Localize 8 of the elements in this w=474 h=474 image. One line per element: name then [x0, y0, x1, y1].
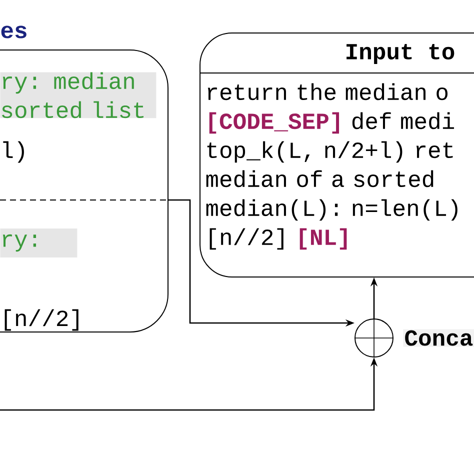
concat-symbol: [354, 318, 394, 358]
heading: es: [1, 26, 26, 38]
code-comment: ry: median sorted list: [2, 72, 144, 118]
code-comment: ry:: [2, 234, 36, 252]
code-line: l): [3, 141, 24, 163]
code-text: return the median o [CODE_SEP] def medi top_k(L, n/2+l) ret median of a sorted median(L): n=len(L) [n//2] [NL]: [206, 83, 458, 250]
node-caption: Conca: [405, 330, 473, 346]
code-line: [n//2]: [4, 309, 78, 331]
